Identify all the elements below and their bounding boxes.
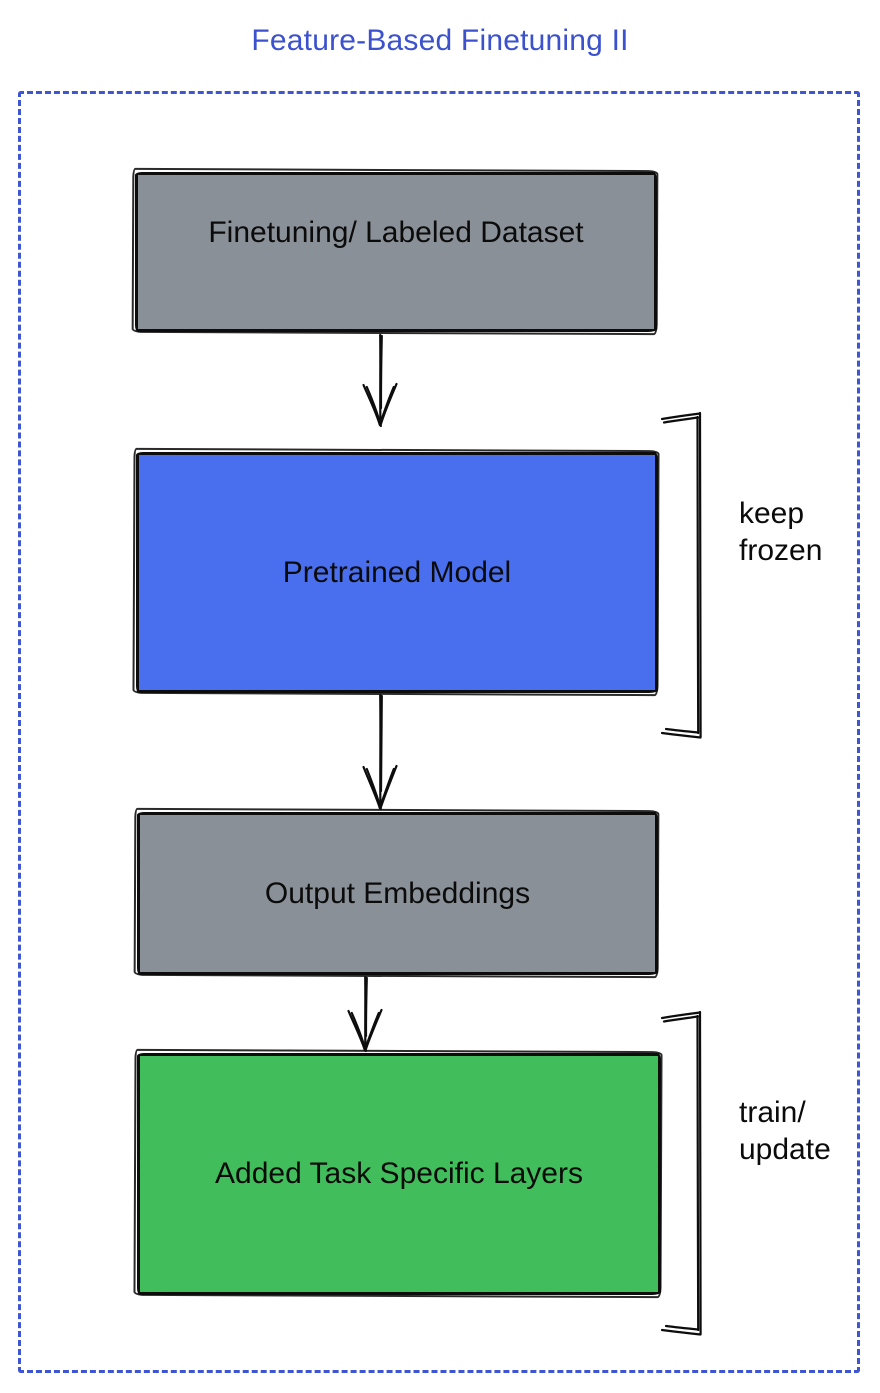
arrow-down-icon (362, 334, 398, 428)
annotation-line: update (739, 1133, 831, 1166)
node-task-specific-layers: Added Task Specific Layers (137, 1053, 661, 1295)
node-label: Added Task Specific Layers (215, 1157, 583, 1190)
keep-frozen-bracket-icon (660, 411, 702, 739)
node-label: Output Embeddings (264, 876, 531, 910)
node-label: Finetuning/ Labeled Dataset (208, 216, 584, 249)
arrow-down-icon (362, 694, 398, 811)
train-update-bracket-icon (660, 1010, 702, 1336)
node-finetuning-dataset: Finetuning/ Labeled Dataset (135, 172, 657, 332)
diagram-frame (18, 91, 860, 1373)
annotation-train-update: train/ update (739, 1094, 831, 1168)
annotation-keep-frozen: keep frozen (739, 495, 822, 569)
node-pretrained-model: Pretrained Model (136, 452, 658, 693)
page-title: Feature-Based Finetuning II (251, 24, 629, 57)
node-output-embeddings: Output Embeddings (137, 812, 658, 975)
annotation-line: frozen (739, 534, 823, 567)
node-label: Pretrained Model (282, 555, 512, 589)
arrow-down-icon (347, 976, 383, 1053)
annotation-line: keep (739, 497, 805, 530)
annotation-line: train/ (739, 1096, 806, 1129)
